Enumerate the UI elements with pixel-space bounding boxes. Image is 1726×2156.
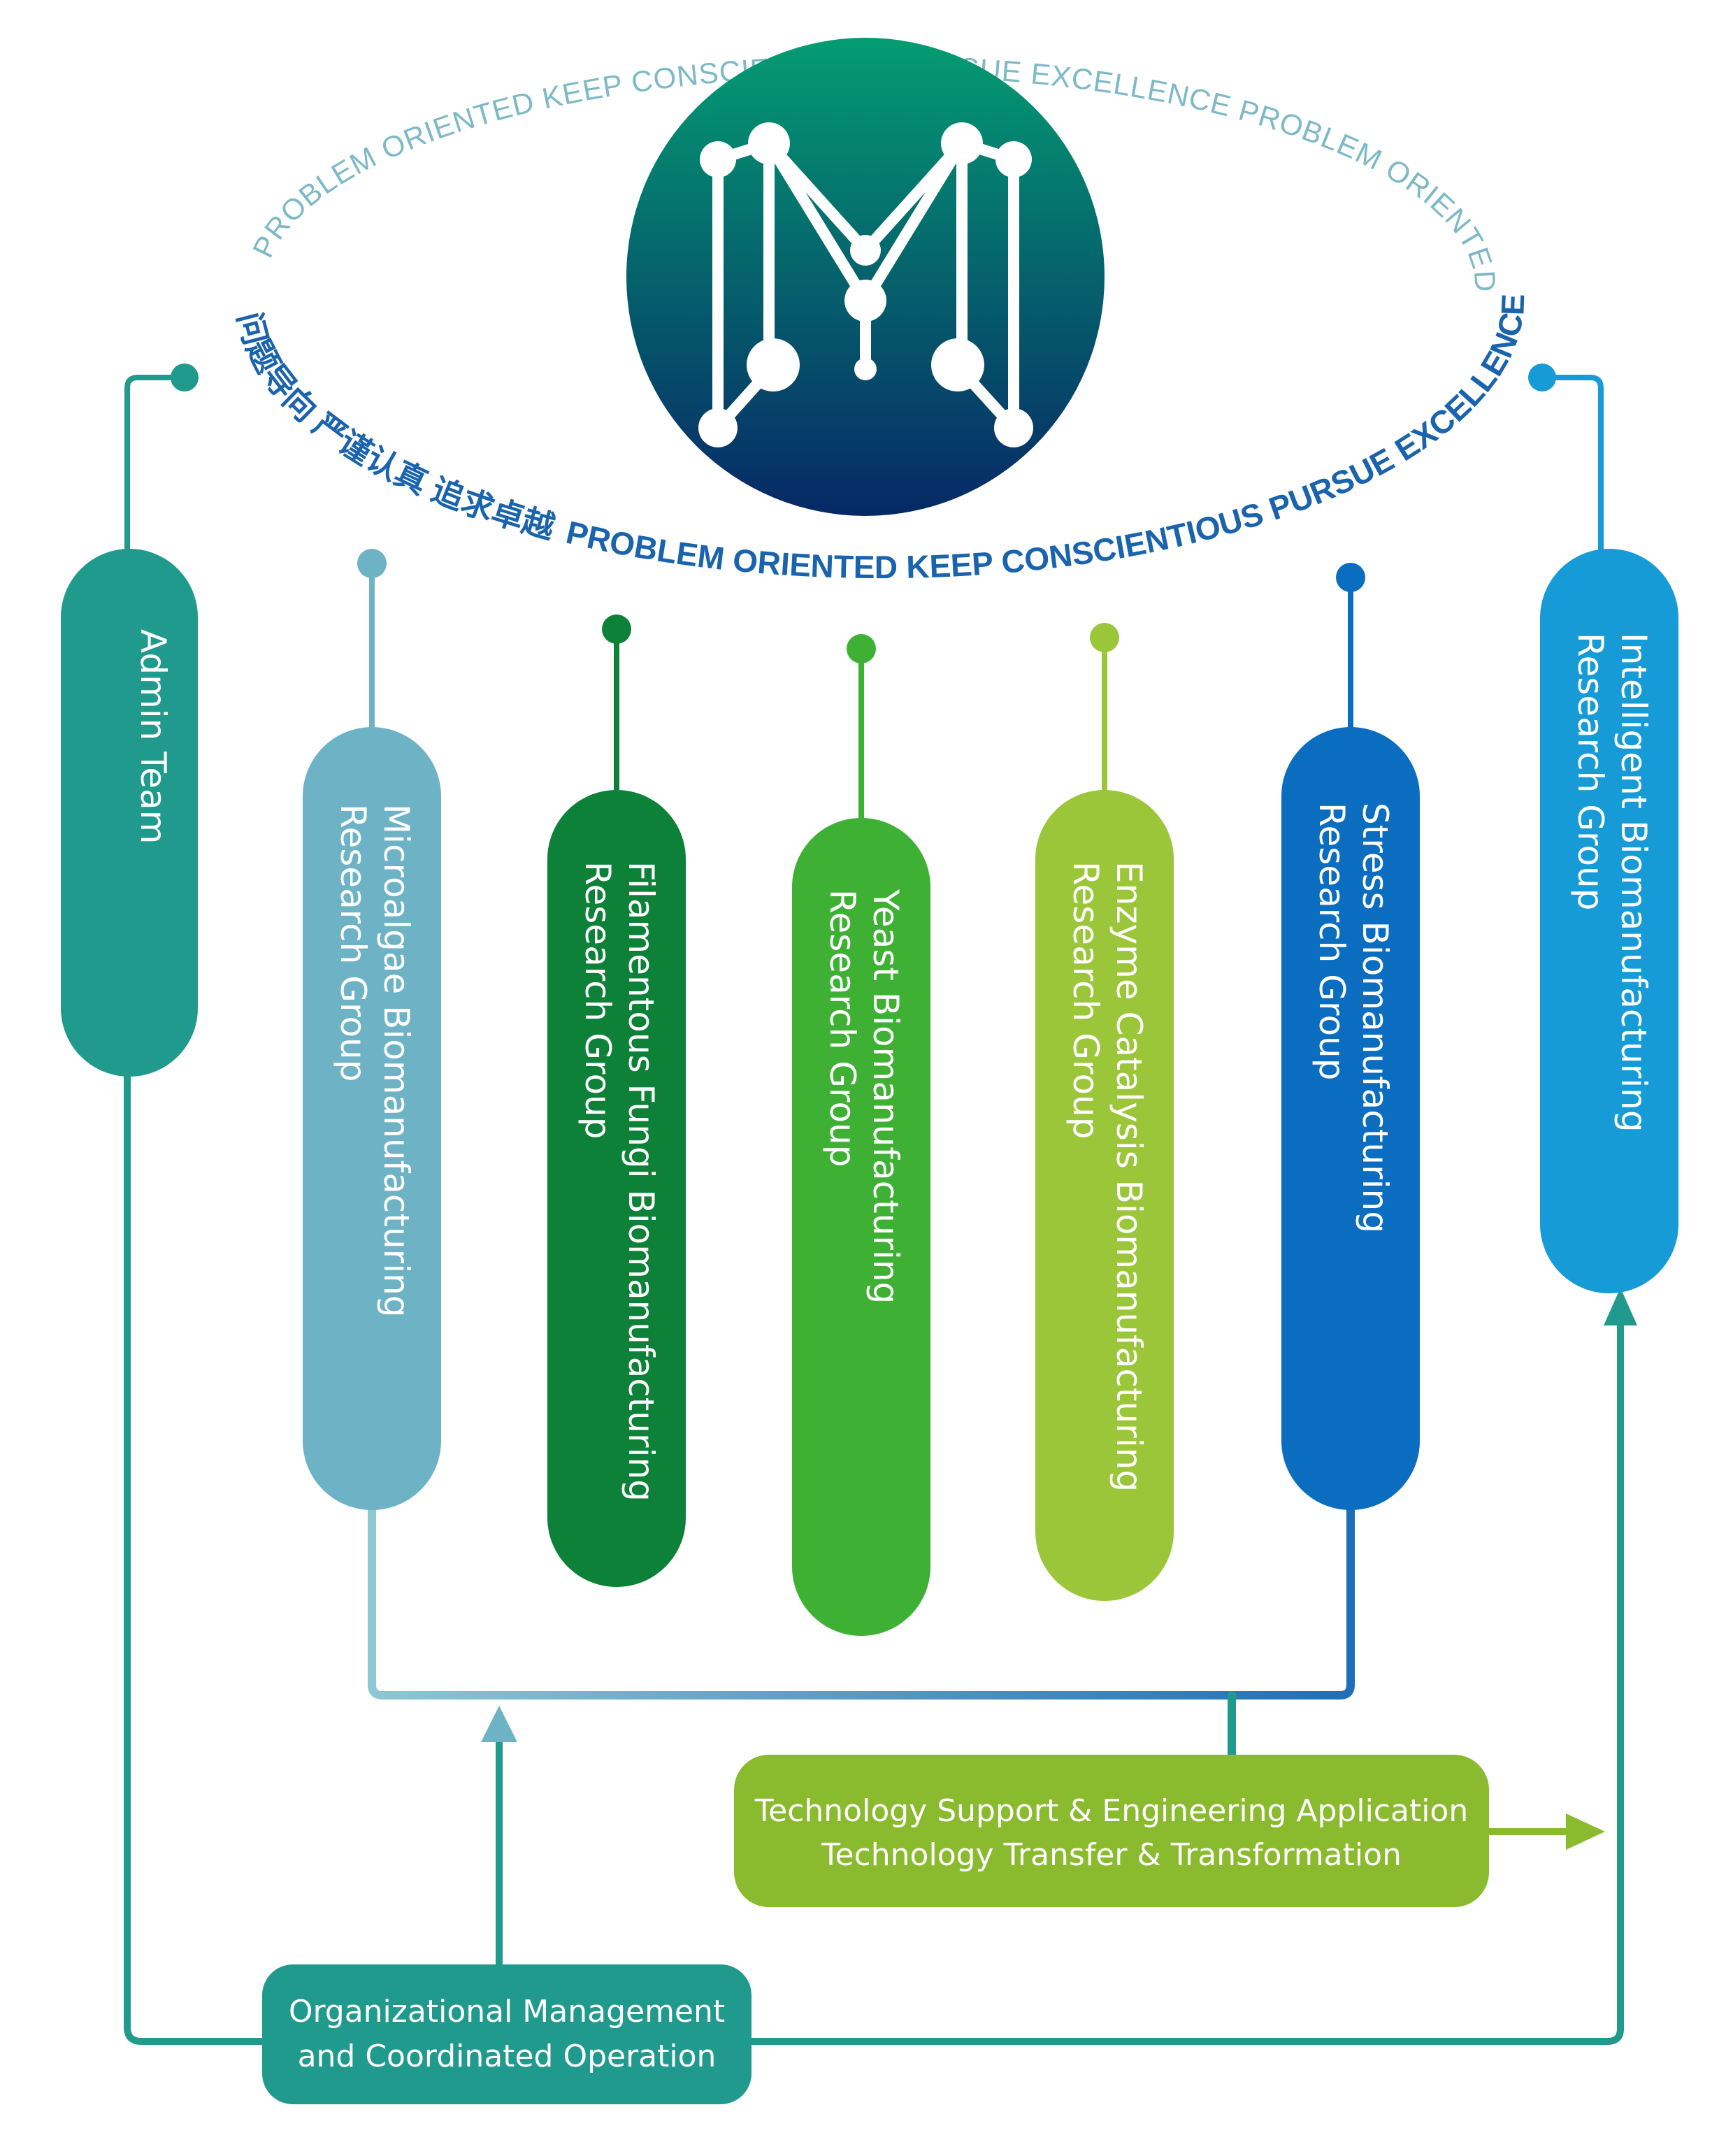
pill-fungi-label-2: Research Group [577,861,618,1139]
pill-intelligent[interactable]: Intelligent Biomanufacturing Research Gr… [1540,549,1678,1293]
tech-box-line-2: Technology Transfer & Transformation [821,1837,1402,1873]
svg-text:Enzyme Catalysis Biomanufactur: Enzyme Catalysis Biomanufacturing Resear… [1065,861,1149,1503]
pill-fungi-label-1: Filamentous Fungi Biomanufacturing [621,861,661,1502]
arrow-up-intelligent [1604,1288,1637,1325]
pill-admin-label-1: Admin Team [133,629,173,844]
pill-enzyme-label-2: Research Group [1065,861,1106,1139]
arrow-right-tech [1566,1813,1605,1850]
pill-microalgae-label-2: Research Group [333,804,373,1081]
enzyme-connector-dot [1090,623,1119,652]
svg-text:Intelligent Biomanufacturing: Intelligent Biomanufacturing Research Gr… [1570,633,1654,1143]
pill-microalgae-label-1: Microalgae Biomanufacturing [376,804,417,1318]
svg-text:Stress Biomanufacturing: Stress Biomanufacturing Research Group [1311,803,1395,1244]
intelligent-connector-dot [1528,364,1556,391]
svg-text:Admin Team: Admin Team [133,629,173,844]
pill-admin-team[interactable]: Admin Team [61,549,198,1077]
pill-intelligent-label-1: Intelligent Biomanufacturing [1613,633,1654,1133]
svg-text:Yeast Biomanufacturing R: Yeast Biomanufacturing Research Group [822,889,906,1315]
org-box-line-1: Organizational Management [289,1994,725,2029]
motto-inner-cn: 问题导向 严谨认真 追求卓越 [231,308,559,546]
stress-connector-dot [1336,563,1365,592]
pill-microalgae[interactable]: Microalgae Biomanufacturing Research Gro… [303,727,441,1510]
pill-stress[interactable]: Stress Biomanufacturing Research Group [1281,727,1420,1510]
pill-yeast-label-1: Yeast Biomanufacturing [865,889,906,1304]
pill-enzyme-catalysis[interactable]: Enzyme Catalysis Biomanufacturing Resear… [1035,790,1174,1601]
svg-text:Microalgae Biomanufacturing: Microalgae Biomanufacturing Research Gro… [333,804,417,1328]
admin-connector-dot [171,364,199,391]
org-management-box[interactable]: Organizational Management and Coordinate… [262,1964,751,2104]
M-logo-icon [626,38,1105,516]
tech-support-box[interactable]: Technology Support & Engineering Applica… [734,1755,1489,1907]
pill-stress-label-1: Stress Biomanufacturing [1355,803,1395,1233]
pill-yeast-label-2: Research Group [822,889,863,1167]
pill-filamentous-fungi[interactable]: Filamentous Fungi Biomanufacturing Resea… [547,790,686,1587]
pill-yeast[interactable]: Yeast Biomanufacturing Research Group [792,818,930,1636]
arrow-up-hub [481,1706,517,1742]
org-box-line-2: and Coordinated Operation [298,2039,717,2074]
pill-intelligent-label-2: Research Group [1570,633,1611,910]
pill-enzyme-label-1: Enzyme Catalysis Biomanufacturing [1109,861,1149,1492]
pill-stress-label-2: Research Group [1311,803,1352,1080]
yeast-connector-dot [847,634,876,663]
microalgae-connector-dot [357,549,387,578]
tech-box-line-1: Technology Support & Engineering Applica… [754,1793,1469,1829]
fungi-connector-dot [602,615,631,644]
svg-text:Filamentous Fungi Biomanufactu: Filamentous Fungi Biomanufacturing Resea… [577,861,661,1513]
connectors [124,364,1624,2045]
